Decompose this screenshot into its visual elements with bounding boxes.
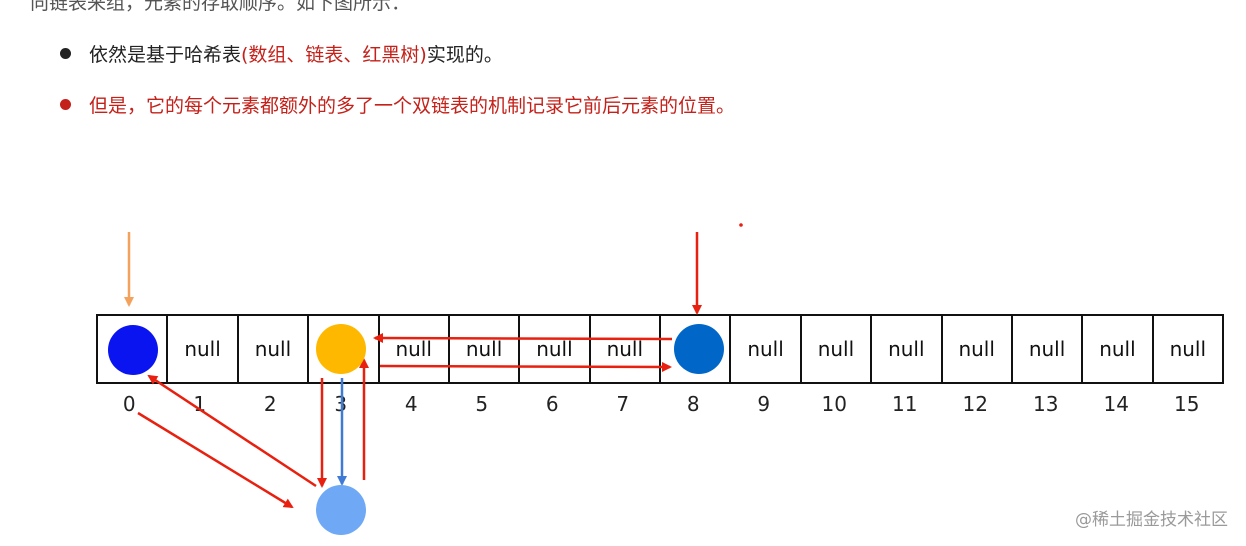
index-label-6: 6 (545, 392, 559, 416)
index-label-14: 14 (1103, 392, 1129, 416)
array-cell-11: null (872, 316, 943, 382)
array-cell-14: null (1083, 316, 1154, 382)
index-label-1: 1 (193, 392, 207, 416)
index-label-3: 3 (334, 392, 348, 416)
array-cell-5: null (450, 316, 521, 382)
array-cell-10: null (802, 316, 873, 382)
bullet-dot (60, 99, 71, 110)
node-linked-below-3 (316, 485, 366, 535)
index-label-0: 0 (122, 392, 136, 416)
link-0-to-below (137, 411, 294, 509)
node-index-8 (674, 324, 724, 374)
index-label-10: 10 (821, 392, 847, 416)
bullet-1-text-after: 实现的。 (426, 44, 503, 66)
index-label-12: 12 (962, 392, 988, 416)
array-cell-0 (98, 316, 169, 382)
index-label-4: 4 (404, 392, 418, 416)
array-cell-1: null (168, 316, 239, 382)
stray-dot (739, 223, 743, 227)
index-label-5: 5 (475, 392, 489, 416)
link-8-to-3 (373, 333, 673, 344)
index-label-8: 8 (686, 392, 700, 416)
index-label-7: 7 (616, 392, 630, 416)
bullet-2: 但是，它的每个元素都额外的多了一个双链表的机制记录它前后元素的位置。 (60, 91, 735, 118)
index-label-11: 11 (892, 392, 918, 416)
bullet-dot (60, 48, 71, 59)
bullet-2-text: 但是，它的每个元素都额外的多了一个双链表的机制记录它前后元素的位置。 (89, 95, 736, 117)
array-cell-12: null (943, 316, 1013, 382)
array-cell-13: null (1013, 316, 1084, 382)
array-cell-6: null (520, 316, 591, 382)
bullet-1-accent: (数组、链表、红黑树) (241, 44, 427, 66)
watermark: @稀土掘金技术社区 (1075, 510, 1228, 530)
array-cell-7: null (591, 316, 661, 382)
link-below-to-0 (147, 374, 317, 488)
array-cell-3 (309, 316, 380, 382)
array-cell-9: null (731, 316, 802, 382)
array-cell-2: null (239, 316, 310, 382)
bullet-1: 依然是基于哈希表 (数组、链表、红黑树) 实现的。 (60, 40, 503, 67)
link-3-to-8 (379, 361, 672, 372)
array-cell-8 (661, 316, 732, 382)
index-label-9: 9 (757, 392, 771, 416)
index-label-15: 15 (1174, 392, 1200, 416)
array-cell-4: null (380, 316, 450, 382)
header-fragment: 向链表来组，元素的存取顺序。如下图所示： (30, 0, 411, 14)
node-index-0 (108, 325, 158, 375)
bullet-1-text-before: 依然是基于哈希表 (89, 44, 242, 66)
index-label-2: 2 (263, 392, 277, 416)
node-index-3 (316, 324, 366, 374)
index-label-13: 13 (1033, 392, 1059, 416)
array-cell-15: null (1169, 337, 1207, 361)
